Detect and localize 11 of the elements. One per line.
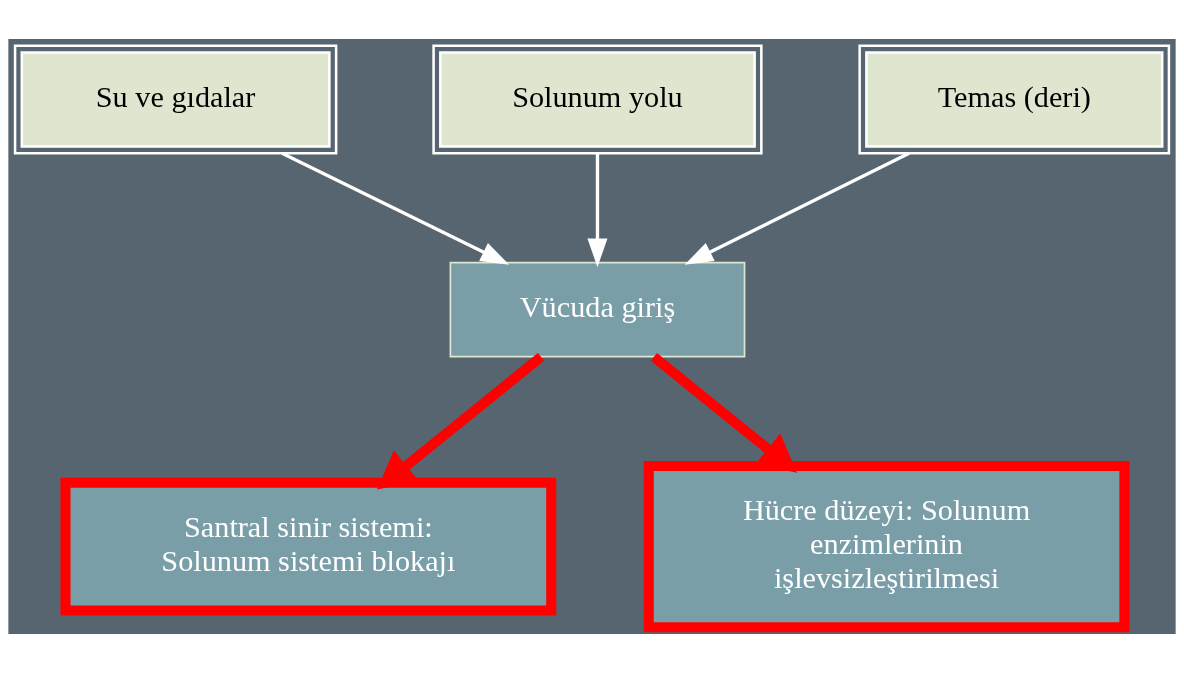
arrow: [587, 153, 608, 268]
arrow: [377, 352, 545, 490]
node-box: Solunum yolu: [432, 44, 763, 155]
node-box: Hücre düzeyi: Solunum enzimlerinin işlevsizleştirilmesi: [643, 460, 1130, 633]
node-box: Vücuda giriş: [449, 261, 746, 358]
node-box: Su ve gıdalar: [13, 44, 338, 155]
arrow: [650, 352, 798, 473]
node-box: Temas (deri): [858, 44, 1171, 155]
arrow: [281, 151, 510, 265]
node-box: Santral sinir sistemi: Solunum sistemi blokajı: [60, 477, 557, 616]
arrow: [684, 151, 910, 265]
